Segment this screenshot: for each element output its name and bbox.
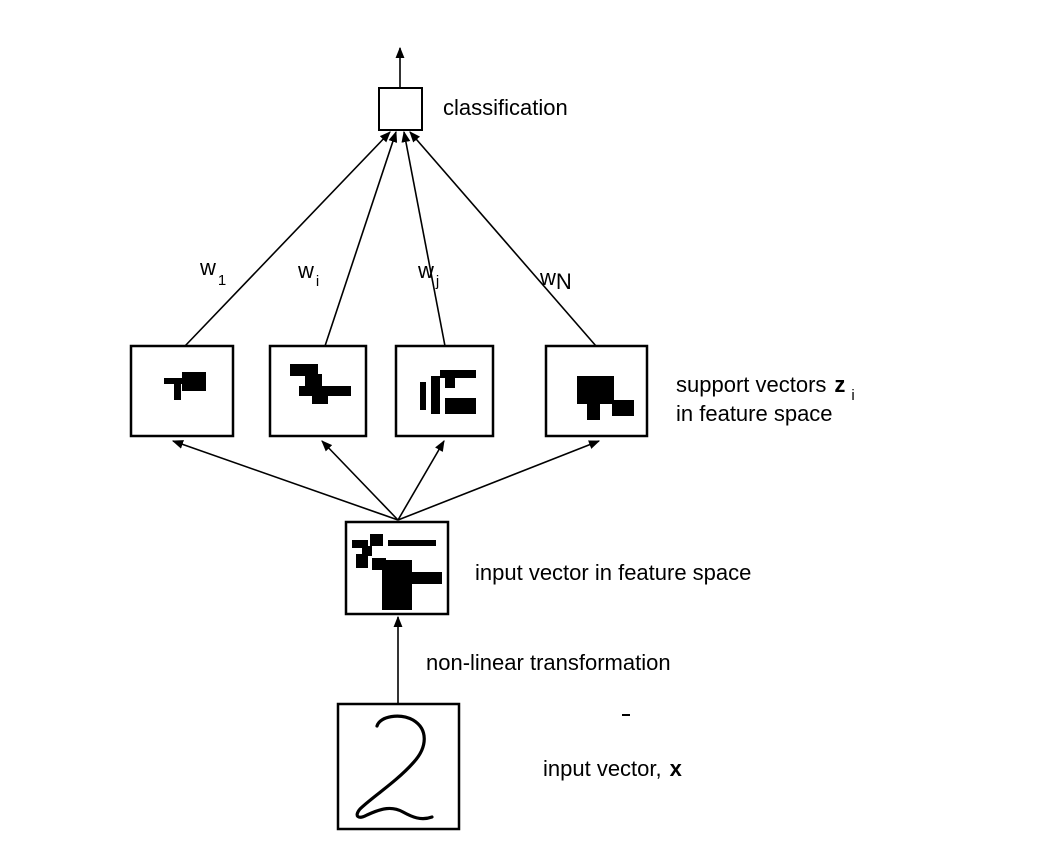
handwritten-digit-2 bbox=[355, 714, 434, 821]
weight-connection-i bbox=[324, 130, 398, 347]
feature-arrow-j bbox=[397, 440, 445, 521]
feature-space-label: in feature space bbox=[676, 401, 833, 426]
weight-connection-N bbox=[409, 131, 597, 347]
classification-label: classification bbox=[443, 95, 568, 120]
support-vector-box-j bbox=[394, 344, 495, 438]
input-vector-box bbox=[336, 702, 461, 831]
feature-arrow-i bbox=[321, 440, 399, 521]
weight-label-1: w1 bbox=[199, 255, 226, 289]
stray-dash bbox=[622, 714, 630, 716]
weight-connection-j bbox=[401, 130, 446, 347]
input-vector-label: input vector,x bbox=[543, 756, 683, 781]
feature-arrow-1 bbox=[171, 440, 399, 521]
weight-label-N: wN bbox=[539, 265, 572, 294]
classification-node bbox=[378, 87, 423, 131]
transformation-label: non-linear transformation bbox=[426, 650, 671, 675]
weight-connection-1 bbox=[184, 131, 391, 347]
feature-arrow-N bbox=[397, 440, 601, 521]
support-vector-box-N bbox=[544, 344, 649, 438]
support-vector-box-1 bbox=[129, 344, 235, 438]
support-vector-box-i bbox=[268, 344, 368, 438]
input-feature-box bbox=[344, 520, 450, 616]
input-feature-label: input vector in feature space bbox=[475, 560, 751, 585]
